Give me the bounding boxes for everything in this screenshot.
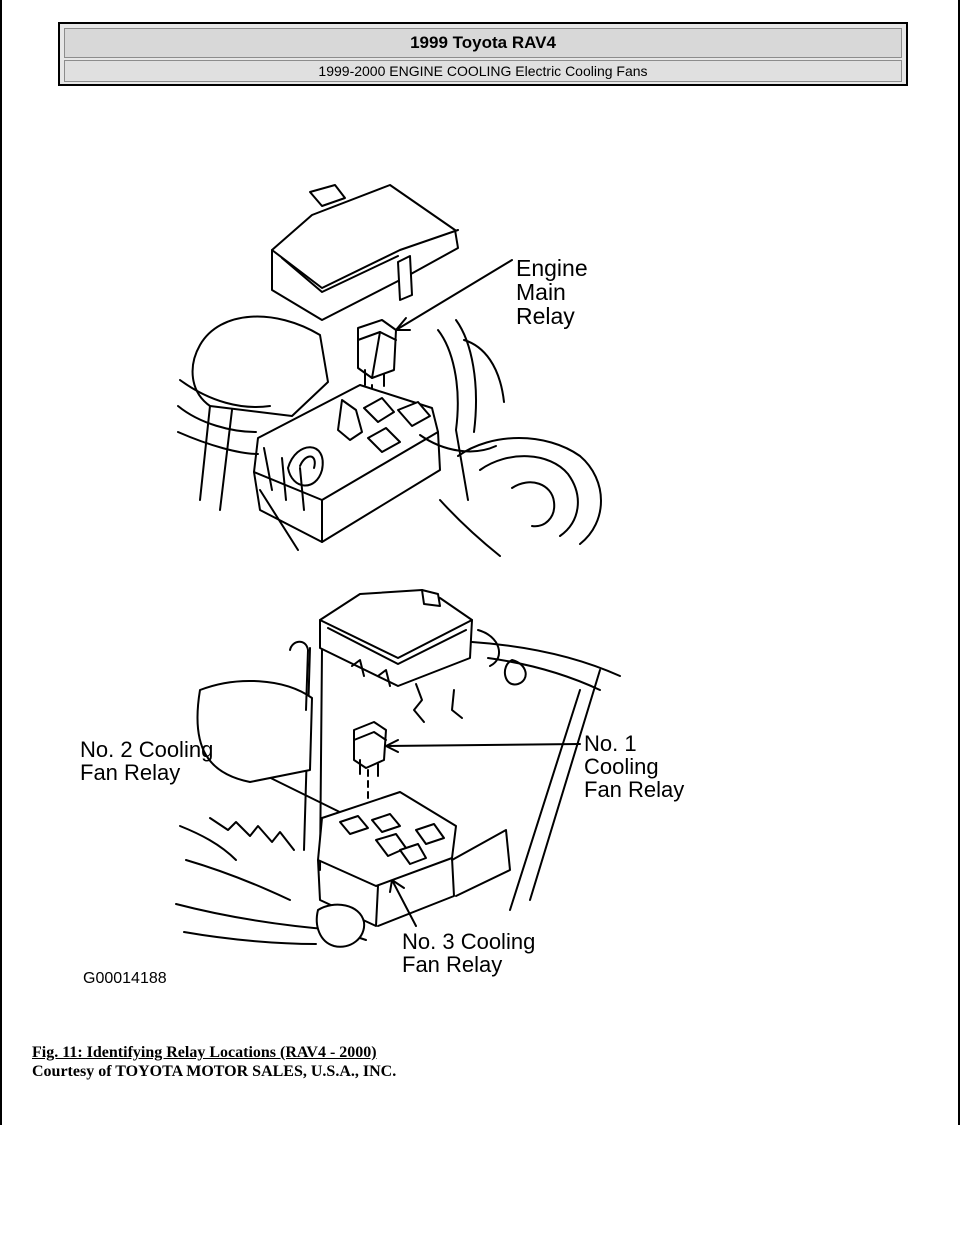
relay-diagram-illustration [175,184,621,948]
caption-credit: Courtesy of TOYOTA MOTOR SALES, U.S.A., … [32,1063,397,1080]
page-border-right [958,0,960,1125]
figure-caption: Fig. 11: Identifying Relay Locations (RA… [32,1043,396,1081]
label-engine-main-relay: Engine Main Relay [516,255,588,329]
label-no1-cooling-fan-relay: No. 1 Cooling Fan Relay [584,731,685,802]
header-subtitle: 1999-2000 ENGINE COOLING Electric Coolin… [64,60,902,82]
relay-location-figure: Engine Main Relay No. 2 Cooling Fan Rela… [60,170,740,1000]
header-title: 1999 Toyota RAV4 [64,28,902,58]
page-border-left [0,0,2,1125]
figure-id: G00014188 [83,970,167,987]
label-no3-cooling-fan-relay: No. 3 Cooling Fan Relay [402,929,536,977]
caption-title[interactable]: Fig. 11: Identifying Relay Locations (RA… [32,1044,377,1061]
document-header: 1999 Toyota RAV4 1999-2000 ENGINE COOLIN… [58,22,908,86]
label-no2-cooling-fan-relay: No. 2 Cooling Fan Relay [80,737,214,785]
